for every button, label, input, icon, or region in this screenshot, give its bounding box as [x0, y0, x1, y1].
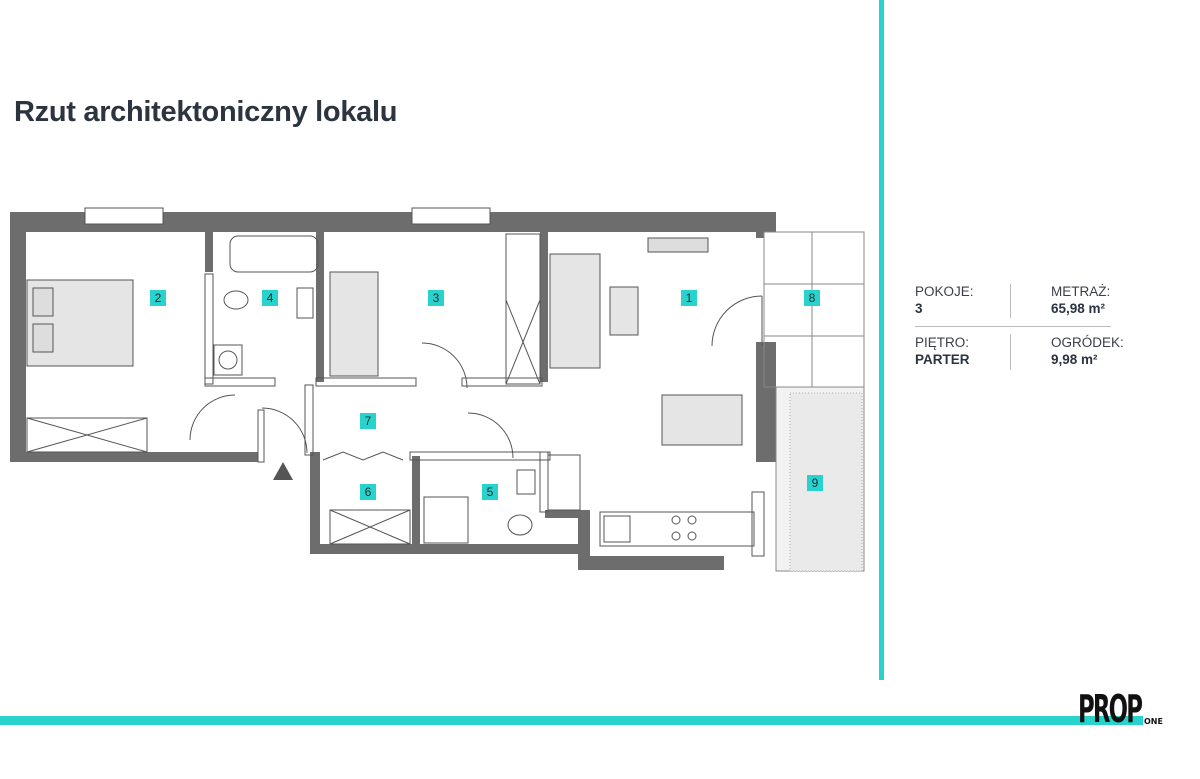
- garden-label: OGRÓDEK:: [1051, 335, 1124, 350]
- page-title: Rzut architektoniczny lokalu: [14, 96, 398, 128]
- area-info: METRAŻ: 65,98 m²: [1051, 284, 1110, 316]
- accent-horizontal-line: [0, 716, 1143, 725]
- accent-vertical-line: [879, 0, 884, 680]
- divider: [1010, 284, 1011, 318]
- room-marker-4: 4: [262, 290, 278, 306]
- logo-subtext: ONE: [1144, 717, 1163, 726]
- room-marker-2: 2: [150, 290, 166, 306]
- area-value: 65,98 m²: [1051, 301, 1106, 316]
- rooms-label: POKOJE:: [915, 284, 974, 299]
- room-marker-6: 6: [360, 484, 376, 500]
- prop-one-logo: PROP ONE: [1078, 690, 1198, 750]
- floor-plan: [10, 207, 865, 572]
- floor-label: PIĘTRO:: [915, 335, 970, 350]
- room-marker-5: 5: [482, 484, 498, 500]
- room-marker-8: 8: [804, 290, 820, 306]
- room-marker-1: 1: [681, 290, 697, 306]
- rooms-value: 3: [915, 301, 923, 316]
- garden-value: 9,98 m²: [1051, 352, 1098, 367]
- garden-info: OGRÓDEK: 9,98 m²: [1051, 335, 1124, 367]
- logo-text: PROP: [1078, 687, 1143, 731]
- divider: [915, 326, 1111, 327]
- entrance-arrow-icon: [273, 462, 293, 480]
- area-label: METRAŻ:: [1051, 284, 1111, 299]
- rooms-info: POKOJE: 3: [915, 284, 974, 316]
- floor-info: PIĘTRO: PARTER: [915, 335, 970, 367]
- divider: [1010, 334, 1011, 370]
- room-marker-9: 9: [807, 475, 823, 491]
- room-marker-7: 7: [360, 413, 376, 429]
- floor-value: PARTER: [915, 352, 970, 367]
- room-marker-3: 3: [428, 290, 444, 306]
